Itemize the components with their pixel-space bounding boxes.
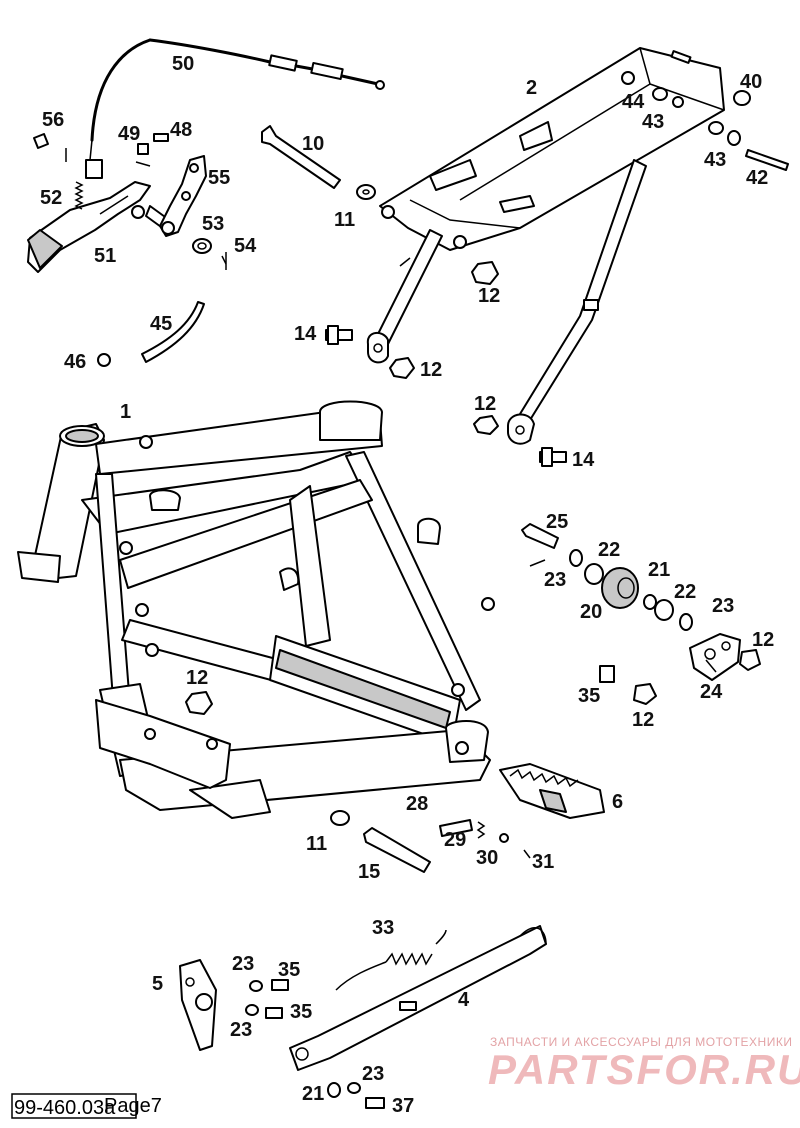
document-code-box [11, 1093, 137, 1119]
label-part-23-a: 23 [544, 569, 566, 591]
pin-49-48 [135, 133, 169, 167]
label-part-55: 55 [208, 167, 230, 189]
label-part-43-b: 43 [704, 149, 726, 171]
small-fasteners-bottom [245, 979, 385, 1109]
label-part-12-d: 12 [186, 667, 208, 689]
label-part-4: 4 [458, 989, 470, 1011]
label-part-21-b: 21 [302, 1083, 324, 1105]
label-part-48: 48 [170, 119, 192, 141]
label-part-31: 31 [532, 851, 554, 873]
label-part-15: 15 [358, 861, 380, 883]
main-frame-1 [17, 400, 495, 819]
page-number: Page7 [104, 1095, 162, 1117]
label-part-23-b: 23 [712, 595, 734, 617]
label-part-35-a: 35 [278, 959, 300, 981]
watermark: ЗАПЧАСТИ И АКСЕССУАРЫ ДЛЯ МОТОТЕХНИКИ PA… [488, 1035, 800, 1093]
spring-33 [335, 929, 447, 991]
label-part-1: 1 [120, 401, 131, 423]
label-part-12-a: 12 [478, 285, 500, 307]
label-part-11-top: 11 [334, 209, 355, 231]
label-part-21-a: 21 [648, 559, 670, 581]
bolt-56 [33, 133, 67, 162]
hose-45 [141, 301, 205, 363]
label-part-11-bottom: 11 [306, 833, 327, 855]
label-part-12-e: 12 [752, 629, 774, 651]
bolts-14 [325, 325, 567, 467]
brake-cable-50 [85, 38, 385, 179]
label-part-12-f: 12 [632, 709, 654, 731]
label-part-56: 56 [42, 109, 64, 131]
spring-52 [74, 181, 84, 210]
strut-right [507, 159, 647, 445]
bracket-5 [179, 959, 217, 1051]
label-part-40: 40 [740, 71, 762, 93]
label-part-35-b: 35 [290, 1001, 312, 1023]
washer-11-bottom [330, 810, 350, 826]
label-part-50: 50 [172, 53, 194, 75]
label-part-12-b: 12 [420, 359, 442, 381]
nuts-12-top [389, 261, 499, 435]
strut-left [366, 229, 443, 364]
part-labels: 1 2 4 5 6 10 11 11 12 12 12 12 12 12 14 … [40, 53, 774, 1117]
washer-53 [192, 238, 212, 254]
label-part-6: 6 [612, 791, 623, 813]
label-part-28: 28 [406, 793, 428, 815]
label-part-54: 54 [234, 235, 257, 257]
lever-55 [159, 155, 207, 237]
label-part-29: 29 [444, 829, 466, 851]
label-part-45: 45 [150, 313, 172, 335]
clamp-46 [97, 353, 111, 367]
watermark-tagline: ЗАПЧАСТИ И АКСЕССУАРЫ ДЛЯ МОТОТЕХНИКИ [490, 1035, 792, 1049]
label-part-5: 5 [152, 973, 163, 995]
label-part-25: 25 [546, 511, 568, 533]
label-part-14-a: 14 [294, 323, 317, 345]
label-part-22-a: 22 [598, 539, 620, 561]
footpeg-pin-spring [439, 819, 531, 859]
bolt-10 [261, 125, 341, 189]
nut-12-frame [185, 691, 213, 715]
label-part-43-a: 43 [642, 111, 664, 133]
bolt-35-nut-12 [599, 665, 657, 705]
label-part-14-b: 14 [572, 449, 595, 471]
label-part-24: 24 [700, 681, 723, 703]
leader-lines [221, 255, 717, 673]
footpeg-6 [499, 763, 605, 819]
bolt-42-group [652, 87, 789, 171]
bushings-20-22-23 [569, 549, 693, 631]
footer: 99-460.03a Page7 [11, 1093, 162, 1119]
label-part-23-c: 23 [232, 953, 254, 975]
washer-11-top [356, 184, 376, 200]
bolt-25 [521, 523, 559, 549]
label-part-52: 52 [40, 187, 62, 209]
label-part-2: 2 [526, 77, 537, 99]
label-part-37: 37 [392, 1095, 414, 1117]
label-part-35-c: 35 [578, 685, 600, 707]
label-part-20: 20 [580, 601, 602, 623]
label-part-12-c: 12 [474, 393, 496, 415]
label-part-30: 30 [476, 847, 498, 869]
label-part-49: 49 [118, 123, 140, 145]
label-part-33: 33 [372, 917, 394, 939]
sidestand-4 [289, 925, 547, 1071]
watermark-brand: PARTSFOR.RU [488, 1046, 800, 1093]
document-code: 99-460.03a [14, 1097, 116, 1119]
label-part-51: 51 [94, 245, 116, 267]
label-part-44: 44 [622, 91, 645, 113]
bolt-15 [363, 827, 431, 873]
label-part-23-d: 23 [230, 1019, 252, 1041]
label-part-10: 10 [302, 133, 324, 155]
label-part-22-b: 22 [674, 581, 696, 603]
label-part-42: 42 [746, 167, 768, 189]
label-part-53: 53 [202, 213, 224, 235]
label-part-46: 46 [64, 351, 86, 373]
label-part-23-e: 23 [362, 1063, 384, 1085]
bracket-24 [689, 633, 761, 681]
subframe-2 [379, 47, 725, 251]
